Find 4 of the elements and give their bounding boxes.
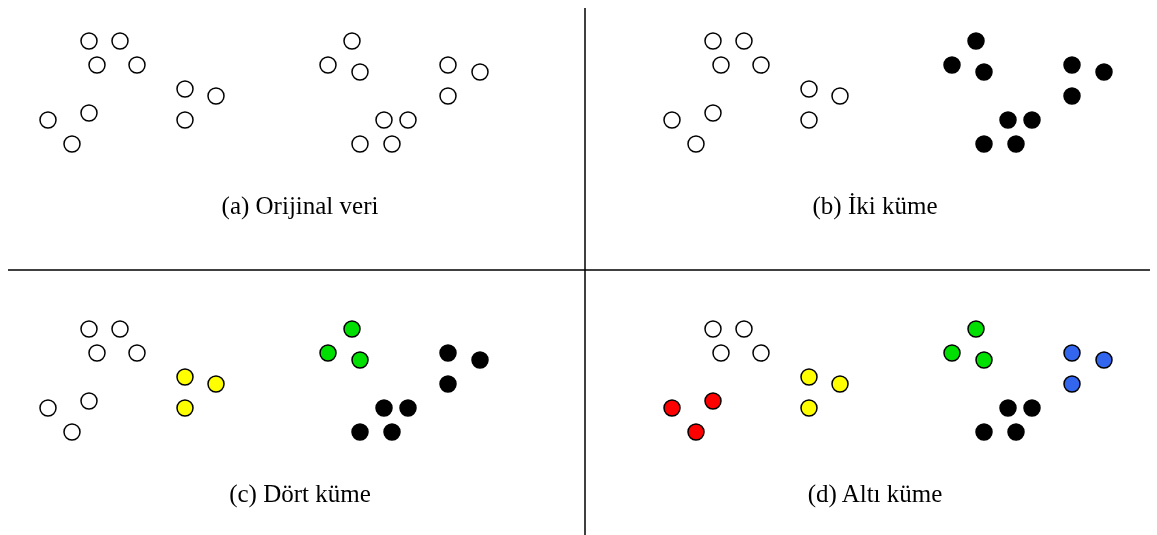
panel-caption: (d) Altı küme [807,480,943,508]
panel-caption: (b) İki küme [812,192,938,220]
panel-caption: (c) Dört küme [229,480,371,508]
panel-caption: (a) Orijinal veri [221,192,379,220]
